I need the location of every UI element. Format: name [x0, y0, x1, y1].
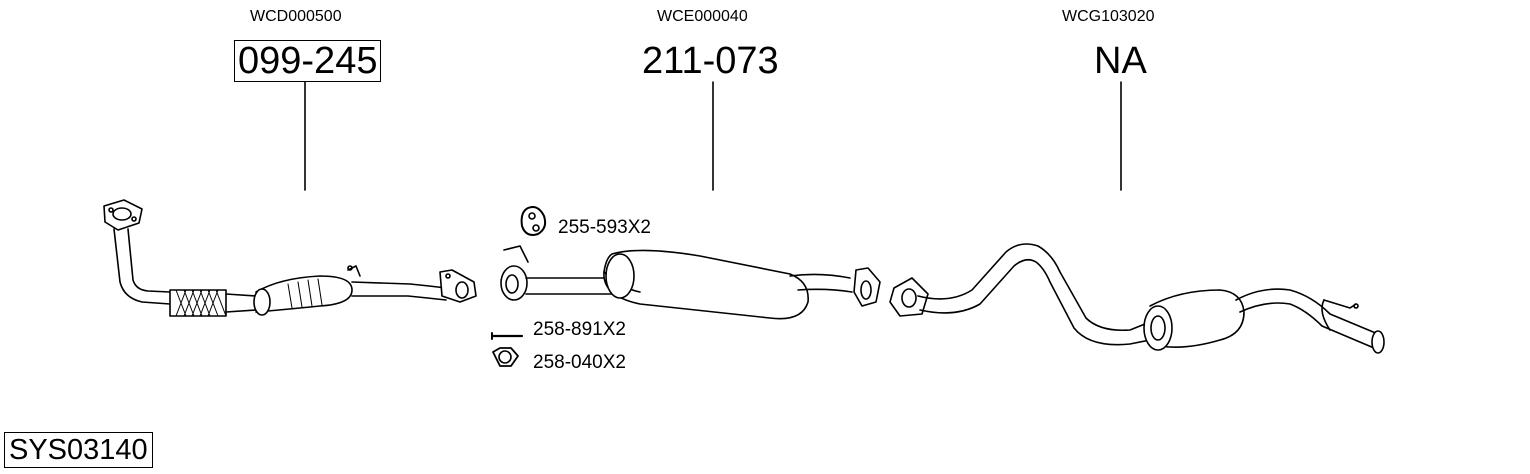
- section-2-part-number[interactable]: 211-073: [642, 40, 779, 82]
- section-1-code: WCD000500: [250, 8, 342, 25]
- section-3-part-number[interactable]: NA: [1094, 40, 1147, 82]
- section-2-code: WCE000040: [657, 8, 748, 25]
- front-pipe-catalyst-drawing: [103, 199, 477, 317]
- rubber-hanger-icon: [520, 206, 547, 236]
- accessory-label-bolt: 258-891X2: [533, 319, 626, 340]
- bolt-icon: [490, 332, 524, 340]
- center-muffler-drawing: [500, 245, 881, 320]
- system-code: SYS03140: [4, 432, 153, 468]
- section-3-code: WCG103020: [1062, 8, 1155, 25]
- rear-muffler-drawing: [889, 243, 1385, 354]
- accessory-label-nut: 258-040X2: [533, 352, 626, 373]
- hex-nut-icon: [492, 347, 519, 367]
- accessory-label-hanger: 255-593X2: [558, 217, 651, 238]
- section-1-part-number[interactable]: 099-245: [234, 40, 382, 82]
